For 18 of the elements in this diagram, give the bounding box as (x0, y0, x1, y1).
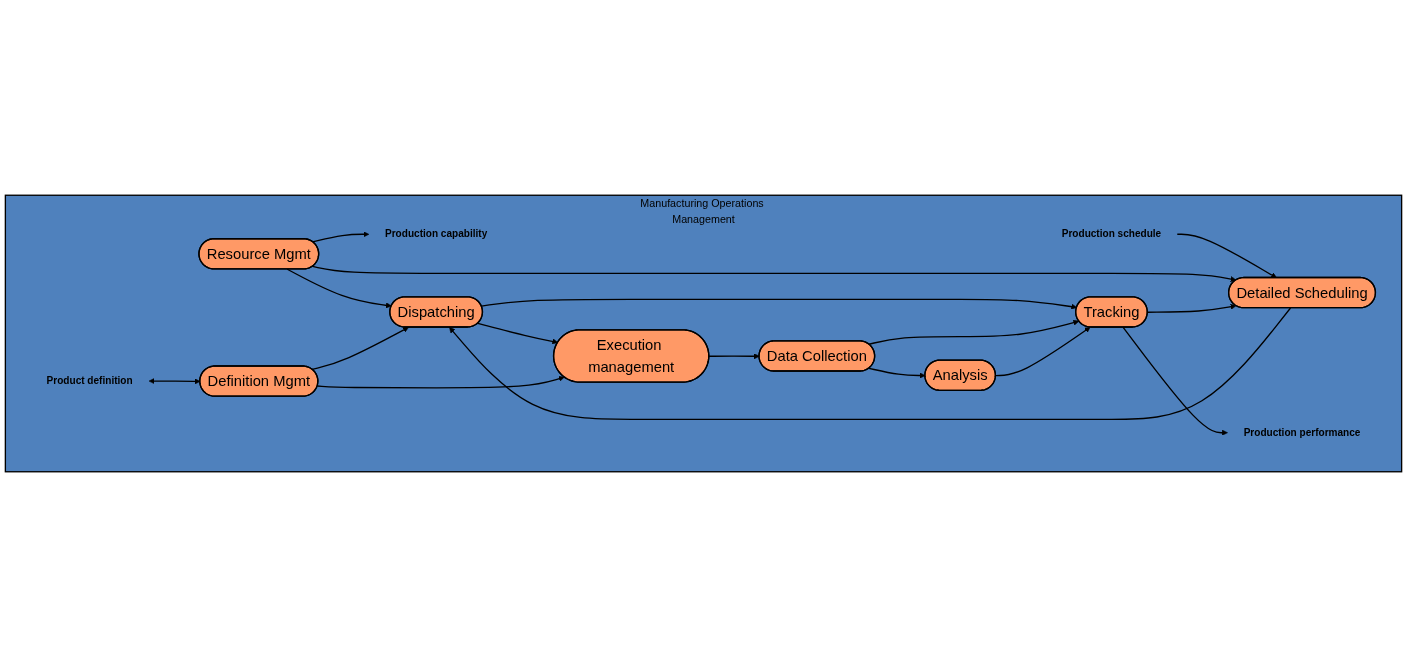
arrow (477, 322, 559, 345)
arrow (868, 367, 926, 379)
arrow (708, 353, 760, 360)
arrow (868, 319, 1080, 345)
node-text: Production capability (385, 228, 488, 240)
arrow (311, 231, 370, 243)
arrow (286, 268, 392, 309)
arrow (311, 327, 409, 371)
node-text: Production performance (1243, 426, 1361, 438)
arrow (1122, 326, 1228, 436)
arrow (148, 378, 201, 385)
arrow (480, 298, 1078, 310)
arrow (449, 307, 1292, 420)
node-text: Production schedule (1061, 228, 1162, 240)
node-text: Product definition (46, 374, 133, 387)
arrow (311, 265, 1237, 282)
arrow (1176, 233, 1277, 279)
arrow (995, 327, 1091, 377)
